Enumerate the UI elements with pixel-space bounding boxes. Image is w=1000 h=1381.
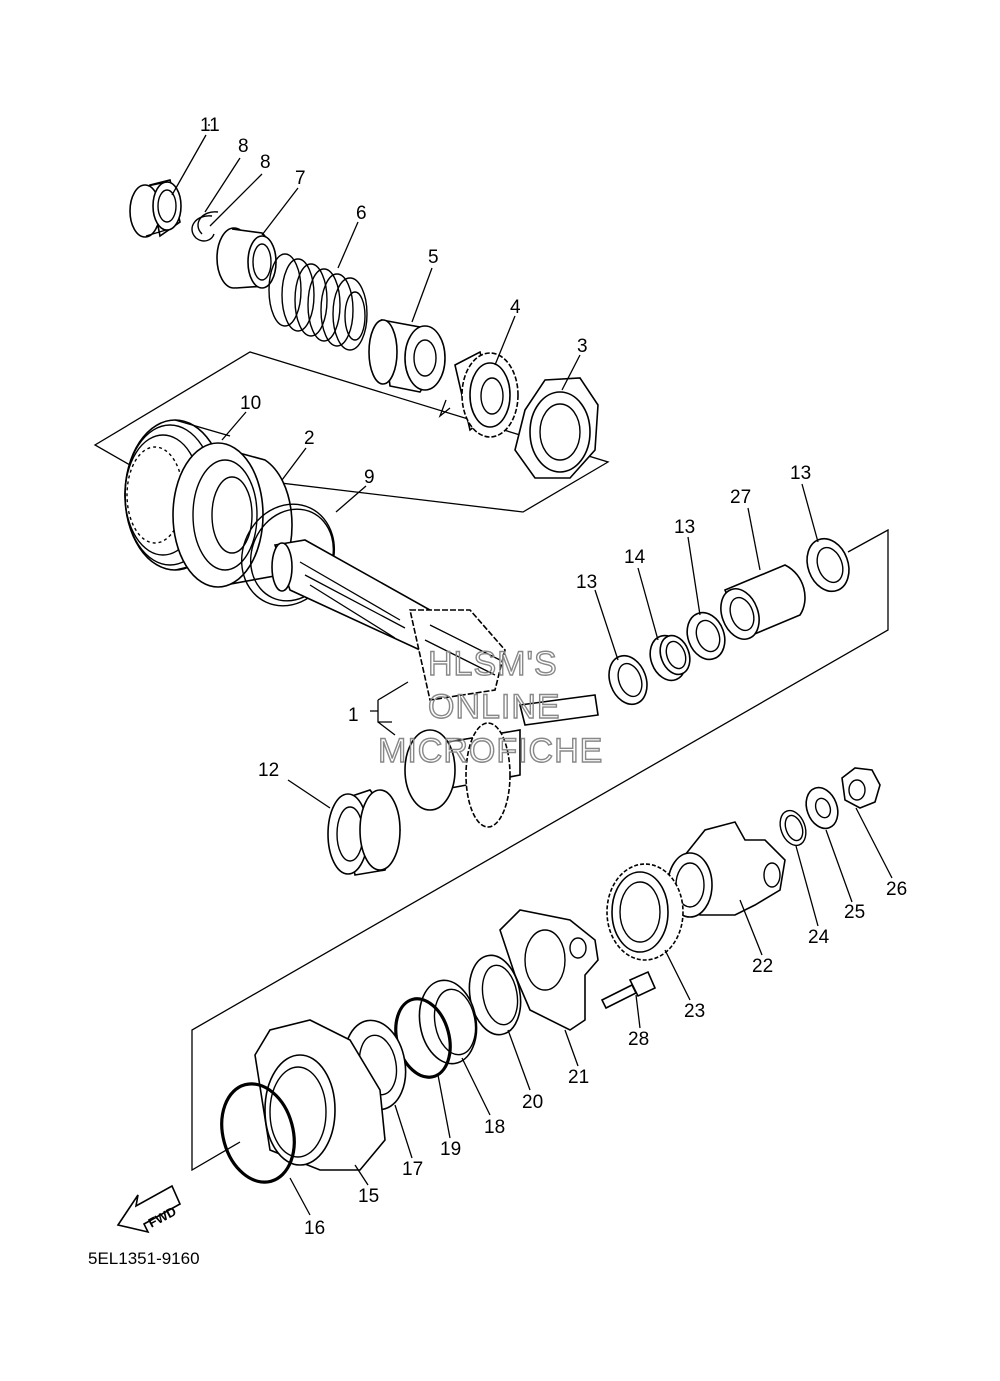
part-shim-13-c — [806, 537, 850, 593]
callout-14: 14 — [624, 547, 646, 568]
part-oring-16 — [220, 1082, 296, 1184]
callout-12: 12 — [258, 760, 279, 781]
callout-28: 28 — [628, 1029, 649, 1050]
callout-17: 17 — [402, 1159, 423, 1180]
part-washer-25 — [805, 786, 839, 830]
callout-27: 27 — [730, 487, 751, 508]
callout-7: 7 — [295, 168, 306, 189]
part-collar-14 — [649, 634, 691, 682]
fwd-arrow-icon: FWD — [116, 1184, 182, 1234]
callout-21: 21 — [568, 1067, 589, 1088]
part-circlip-8 — [191, 211, 219, 242]
upper-group-frame — [93, 351, 610, 513]
part-flange-nut-26 — [841, 767, 881, 809]
leader-lines — [171, 124, 893, 1216]
callout-22: 22 — [752, 956, 773, 977]
callout-8-a: 8 — [238, 136, 249, 157]
callout-6: 6 — [356, 203, 367, 224]
callout-1: 1 — [348, 705, 359, 726]
part-seal-18 — [418, 979, 478, 1065]
part-shim-13-b — [686, 611, 726, 661]
callout-15: 15 — [358, 1186, 379, 1207]
part-bolt-28 — [600, 970, 657, 1010]
part-pinion-gear-4 — [438, 350, 519, 438]
part-collar-7 — [216, 227, 277, 289]
callout-26: 26 — [886, 879, 907, 900]
lower-group-frame — [191, 528, 889, 1172]
callout-10: 10 — [240, 393, 261, 414]
watermark-line-1: HLSM'S — [428, 645, 558, 683]
callout-13-b: 13 — [674, 517, 695, 538]
part-needle-bearing-12 — [327, 789, 401, 876]
part-nut-3 — [514, 377, 599, 479]
callout-2: 2 — [304, 428, 315, 449]
callout-16: 16 — [304, 1218, 325, 1239]
callout-24: 24 — [808, 927, 830, 948]
watermark-line-2: ONLINE — [428, 688, 561, 726]
part-shaft-gear-set-1 — [271, 539, 599, 828]
callout-labels: 11 8 8 7 6 5 4 3 10 2 9 13 27 13 14 13 1… — [200, 115, 907, 1239]
part-oring-24 — [779, 809, 807, 847]
callout-13-a: 13 — [576, 572, 597, 593]
callout-11: 11 — [200, 115, 220, 136]
callout-18: 18 — [484, 1117, 505, 1138]
diagram-code: 5EL1351-9160 — [88, 1249, 200, 1268]
watermark: HLSM'S ONLINE MICROFICHE — [377, 644, 603, 770]
part-dog-clutch-5 — [368, 319, 446, 393]
callout-9: 9 — [364, 467, 375, 488]
callout-5: 5 — [428, 247, 439, 268]
callout-3: 3 — [577, 336, 588, 357]
callout-13-c: 13 — [790, 463, 811, 484]
part-cover-plate-21 — [499, 909, 599, 1031]
part-ball-bearing-2 — [172, 442, 293, 588]
watermark-line-3: MICROFICHE — [378, 732, 603, 770]
part-yoke-22 — [667, 821, 786, 918]
callout-20: 20 — [522, 1092, 543, 1113]
part-housing-15 — [254, 1019, 386, 1171]
callout-8-b: 8 — [260, 152, 271, 173]
callout-4: 4 — [510, 297, 521, 318]
callout-19: 19 — [440, 1139, 461, 1160]
part-spring-6 — [268, 253, 368, 351]
part-needle-bearing-11 — [129, 179, 182, 238]
callout-25: 25 — [844, 902, 865, 923]
callout-23: 23 — [684, 1001, 705, 1022]
part-shim-13-a — [608, 654, 648, 706]
part-gear-23 — [606, 863, 684, 961]
part-sleeve-27 — [720, 564, 806, 640]
